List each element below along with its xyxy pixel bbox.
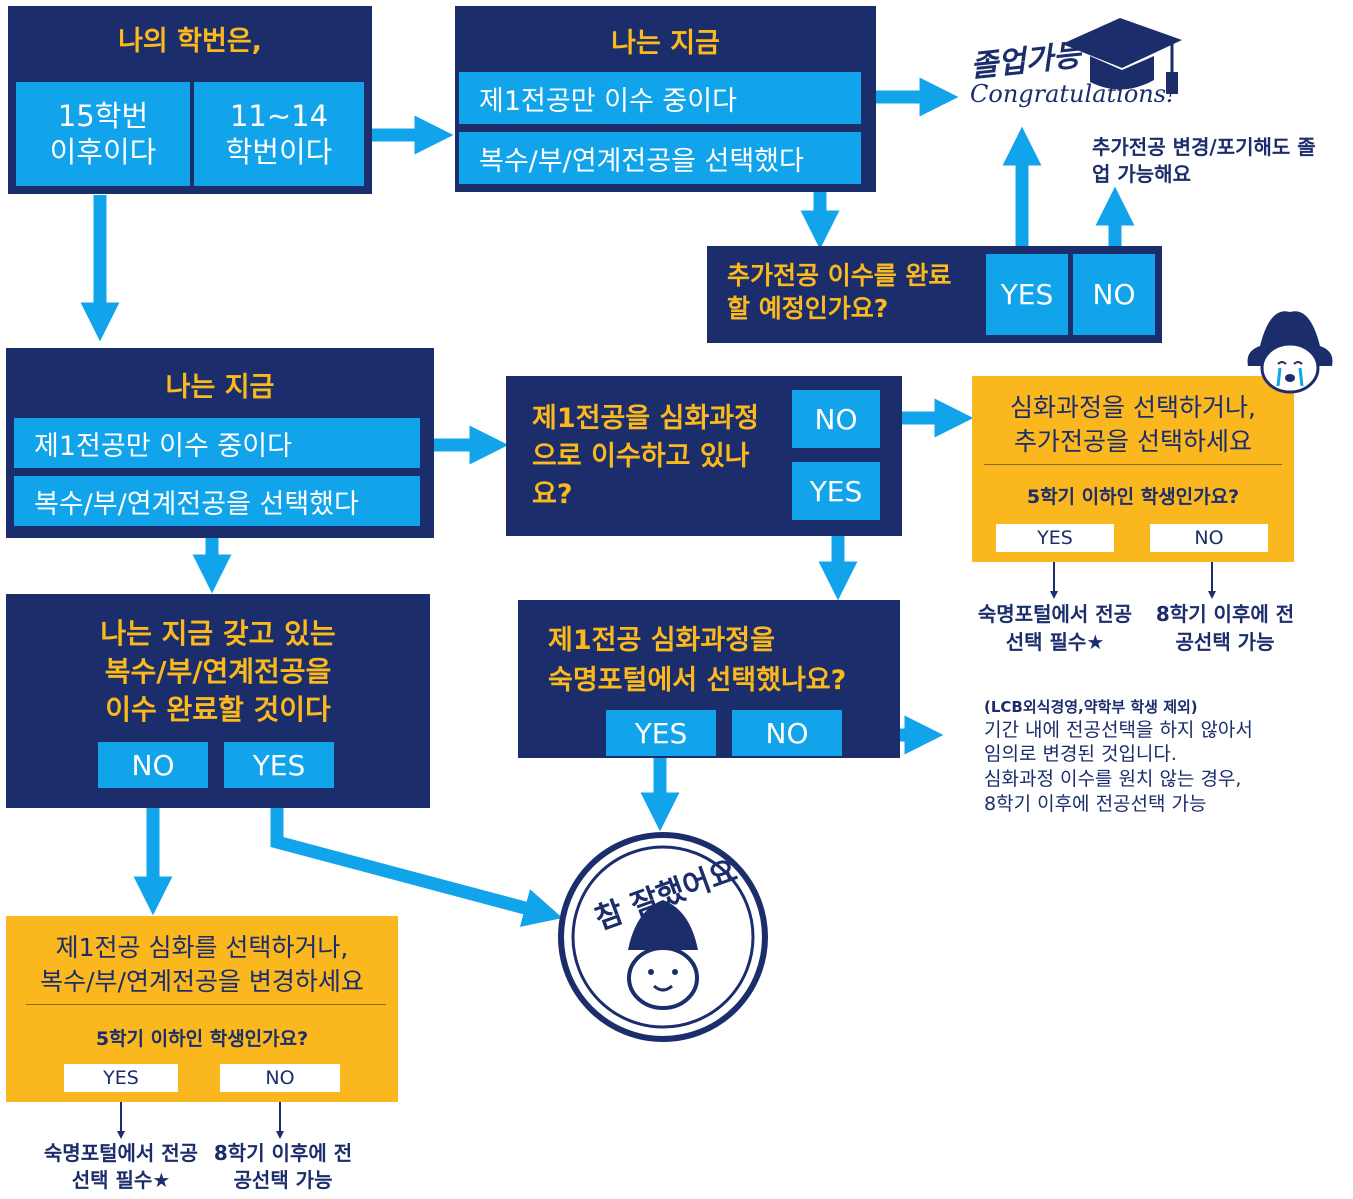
deep-course-question: 제1전공을 심화과정으로 이수하고 있나요? xyxy=(532,403,759,510)
extra-no-note: 추가전공 변경/포기해도 졸업 가능해요 xyxy=(1092,135,1316,186)
gold-bottom-divider xyxy=(26,1004,386,1005)
complete-line3: 이수 완료할 것이다 xyxy=(105,693,331,726)
gold-bottom-no-button[interactable]: NO xyxy=(220,1064,340,1092)
gold-right-line2: 추가전공을 선택하세요 xyxy=(1014,427,1252,456)
gold-bottom-yes-result: 숙명포털에서 전공선택 필수★ xyxy=(43,1141,199,1192)
gold-bottom-yes-button[interactable]: YES xyxy=(64,1064,178,1092)
deep-course-box: 제1전공을 심화과정으로 이수하고 있나요? NO YES xyxy=(506,376,902,536)
note-right: (LCB외식경영,약학부 학생 제외) 기간 내에 전공선택을 하지 않아서 임… xyxy=(984,698,1344,816)
extra-yes-button[interactable]: YES xyxy=(986,254,1068,335)
mid-first-only-button[interactable]: 제1전공만 이수 중이다 xyxy=(14,418,420,468)
mascot-crying-icon xyxy=(1247,311,1333,394)
note-line5: 8학기 이후에 전공선택 가능 xyxy=(984,792,1207,815)
top-now-title: 나는 지금 xyxy=(611,27,720,59)
portal-yes-button[interactable]: YES xyxy=(606,710,716,756)
complete-line1: 나는 지금 갖고 있는 xyxy=(100,617,336,650)
gold-bottom-no-result: 8학기 이후에 전공선택 가능 xyxy=(213,1141,353,1192)
complete-box: 나는 지금 갖고 있는 복수/부/연계전공을 이수 완료할 것이다 NO YES xyxy=(6,594,430,808)
extra-major-box: 추가전공 이수를 완료할 예정인가요? YES NO xyxy=(707,246,1162,343)
top-multi-major-button[interactable]: 복수/부/연계전공을 선택했다 xyxy=(459,132,861,184)
gold-right-no-button[interactable]: NO xyxy=(1150,524,1268,552)
graduate-area: 졸업가능 Congratulations! xyxy=(960,14,1190,114)
extra-no-button[interactable]: NO xyxy=(1073,254,1155,335)
stamp: 참 잘했어요 xyxy=(556,830,770,1044)
gold-bottom-line1: 제1전공 심화를 선택하거나, xyxy=(55,933,349,962)
note-line4: 심화과정 이수를 원치 않는 경우, xyxy=(984,767,1242,790)
portal-line2: 숙명포털에서 선택했나요? xyxy=(548,665,847,696)
gold-bottom-box: 제1전공 심화를 선택하거나, 복수/부/연계전공을 변경하세요 5학기 이하인… xyxy=(6,916,398,1102)
portal-no-button[interactable]: NO xyxy=(732,710,842,756)
gold-bottom-line2: 복수/부/연계전공을 변경하세요 xyxy=(40,967,364,996)
complete-yes-button[interactable]: YES xyxy=(224,742,334,788)
deep-no-button[interactable]: NO xyxy=(792,390,880,448)
mid-multi-major-button[interactable]: 복수/부/연계전공을 선택했다 xyxy=(14,476,420,526)
gold-right-question: 5학기 이하인 학생인가요? xyxy=(1026,486,1240,508)
mascot-stamp-icon xyxy=(558,832,768,1042)
gold-right-yes-button[interactable]: YES xyxy=(996,524,1114,552)
graduation-cap-icon xyxy=(1062,18,1182,94)
q1-box: 나의 학번은, 15학번 이후이다 11~14 학번이다 xyxy=(8,6,372,194)
gold-right-line1: 심화과정을 선택하거나, xyxy=(1010,393,1256,422)
gold-right-no-result: 8학기 이후에 전공선택 가능 xyxy=(1155,602,1295,654)
mid-now-box: 나는 지금 제1전공만 이수 중이다 복수/부/연계전공을 선택했다 xyxy=(6,348,434,538)
portal-line1: 제1전공 심화과정을 xyxy=(548,625,775,656)
top-first-only-button[interactable]: 제1전공만 이수 중이다 xyxy=(459,72,861,124)
q1-title: 나의 학번은, xyxy=(118,25,262,57)
note-line1: (LCB외식경영,약학부 학생 제외) xyxy=(984,698,1198,716)
complete-line2: 복수/부/연계전공을 xyxy=(104,655,332,688)
gold-right-yes-result: 숙명포털에서 전공선택 필수★ xyxy=(977,602,1133,654)
deep-yes-button[interactable]: YES xyxy=(792,462,880,520)
gold-right-divider xyxy=(984,464,1282,465)
mid-now-title: 나는 지금 xyxy=(165,371,275,403)
option-11-14-button[interactable]: 11~14 학번이다 xyxy=(194,82,364,186)
note-line3: 임의로 변경된 것입니다. xyxy=(984,743,1177,766)
note-line2: 기간 내에 전공선택을 하지 않아서 xyxy=(984,718,1253,741)
gold-right-box: 심화과정을 선택하거나, 추가전공을 선택하세요 5학기 이하인 학생인가요? … xyxy=(972,376,1294,562)
portal-box: 제1전공 심화과정을 숙명포털에서 선택했나요? YES NO xyxy=(518,600,900,758)
extra-major-question: 추가전공 이수를 완료할 예정인가요? xyxy=(727,261,952,323)
option-15-button[interactable]: 15학번 이후이다 xyxy=(16,82,190,186)
complete-no-button[interactable]: NO xyxy=(98,742,208,788)
gold-bottom-question: 5학기 이하인 학생인가요? xyxy=(95,1028,309,1050)
top-now-box: 나는 지금 제1전공만 이수 중이다 복수/부/연계전공을 선택했다 xyxy=(455,6,876,192)
